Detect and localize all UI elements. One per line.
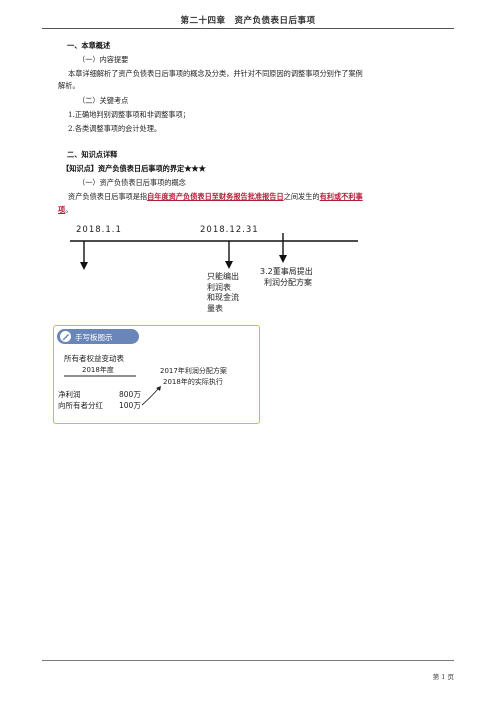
timeline-arrowhead-board — [279, 255, 287, 263]
pen-icon — [60, 331, 71, 342]
page-header-title: 第二十四章 资产负债表日后事项 — [180, 16, 316, 26]
key-point-2: 2.各类调整事项的会计处理。 — [68, 124, 162, 133]
page-number: 第 1 页 — [432, 673, 454, 681]
definition-highlight-period: 自年度资产负债表日至财务报告批准报告日 — [147, 192, 284, 201]
note-line: 和现金流 — [207, 293, 239, 302]
definition-mid: 之间发生的 — [283, 192, 320, 201]
note-line: 利润表 — [207, 282, 231, 292]
equity-table-year: 2018年度 — [82, 366, 114, 374]
timeline-note-board: 3.2董事局提出 利润分配方案 — [260, 267, 313, 288]
definition-pre: 资产负债表日后事项是指 — [68, 192, 148, 201]
dividend-label: 向所有者分红 — [58, 401, 103, 410]
definition-line2: 项。 — [58, 204, 72, 215]
header-divider — [42, 28, 454, 29]
bracket-arrowhead — [156, 386, 161, 391]
net-profit-value: 800万 — [119, 390, 141, 399]
note-line: 利润分配方案 — [264, 277, 312, 287]
section2-heading: 二、知识点详释 — [67, 150, 118, 159]
definition-highlight-events-end: 项 — [58, 205, 66, 214]
section1-para1-line1: 本章详细解析了资产负债表日后事项的概念及分类，并针对不同原因的调整事项分别作了案… — [68, 69, 363, 78]
timeline-arrowhead-end — [225, 261, 233, 269]
dividend-value: 100万 — [119, 401, 141, 410]
equity-table-title: 所有者权益变动表 — [64, 354, 124, 363]
timeline-date-start: 2018.1.1 — [76, 225, 122, 235]
timeline-date-end: 2018.12.31 — [200, 225, 259, 235]
bracket-arrow — [141, 388, 159, 406]
section1-heading: 一、本章概述 — [67, 41, 111, 50]
definition-line1: 资产负债表日后事项是指自年度资产负债表日至财务报告批准报告日之间发生的有利或不利… — [68, 191, 363, 202]
remark-execution: 2018年的实际执行 — [163, 378, 223, 386]
note-line: 量表 — [207, 303, 223, 313]
definition-end: 。 — [65, 205, 73, 214]
note-line: 3.2董事局提出 — [260, 267, 313, 276]
timeline-note-statements: 只能编出 利润表 和现金流 量表 — [207, 272, 239, 314]
key-point-1: 1.正确地判别调整事项和非调整事项； — [68, 110, 190, 119]
definition-highlight-events: 有利或不利事 — [319, 192, 363, 201]
handwriting-tag: 手写板图示 — [57, 329, 139, 344]
timeline-arrowhead-start — [80, 262, 88, 270]
note-line: 只能编出 — [207, 272, 239, 281]
section2-sub1: （一）资产负债表日后事项的概念 — [78, 178, 186, 187]
handwriting-tag-label: 手写板图示 — [75, 333, 113, 342]
footer-divider — [42, 660, 454, 661]
section1-para1-line2: 解析。 — [58, 81, 80, 90]
knowledge-point-title: 【知识点】资产负债表日后事项的界定★★★ — [62, 164, 206, 173]
section1-sub2: （二）关键考点 — [78, 96, 129, 105]
net-profit-label: 净利润 — [58, 390, 81, 399]
section1-sub1: （一）内容提要 — [78, 55, 129, 64]
remark-plan: 2017年利润分配方案 — [160, 367, 227, 375]
